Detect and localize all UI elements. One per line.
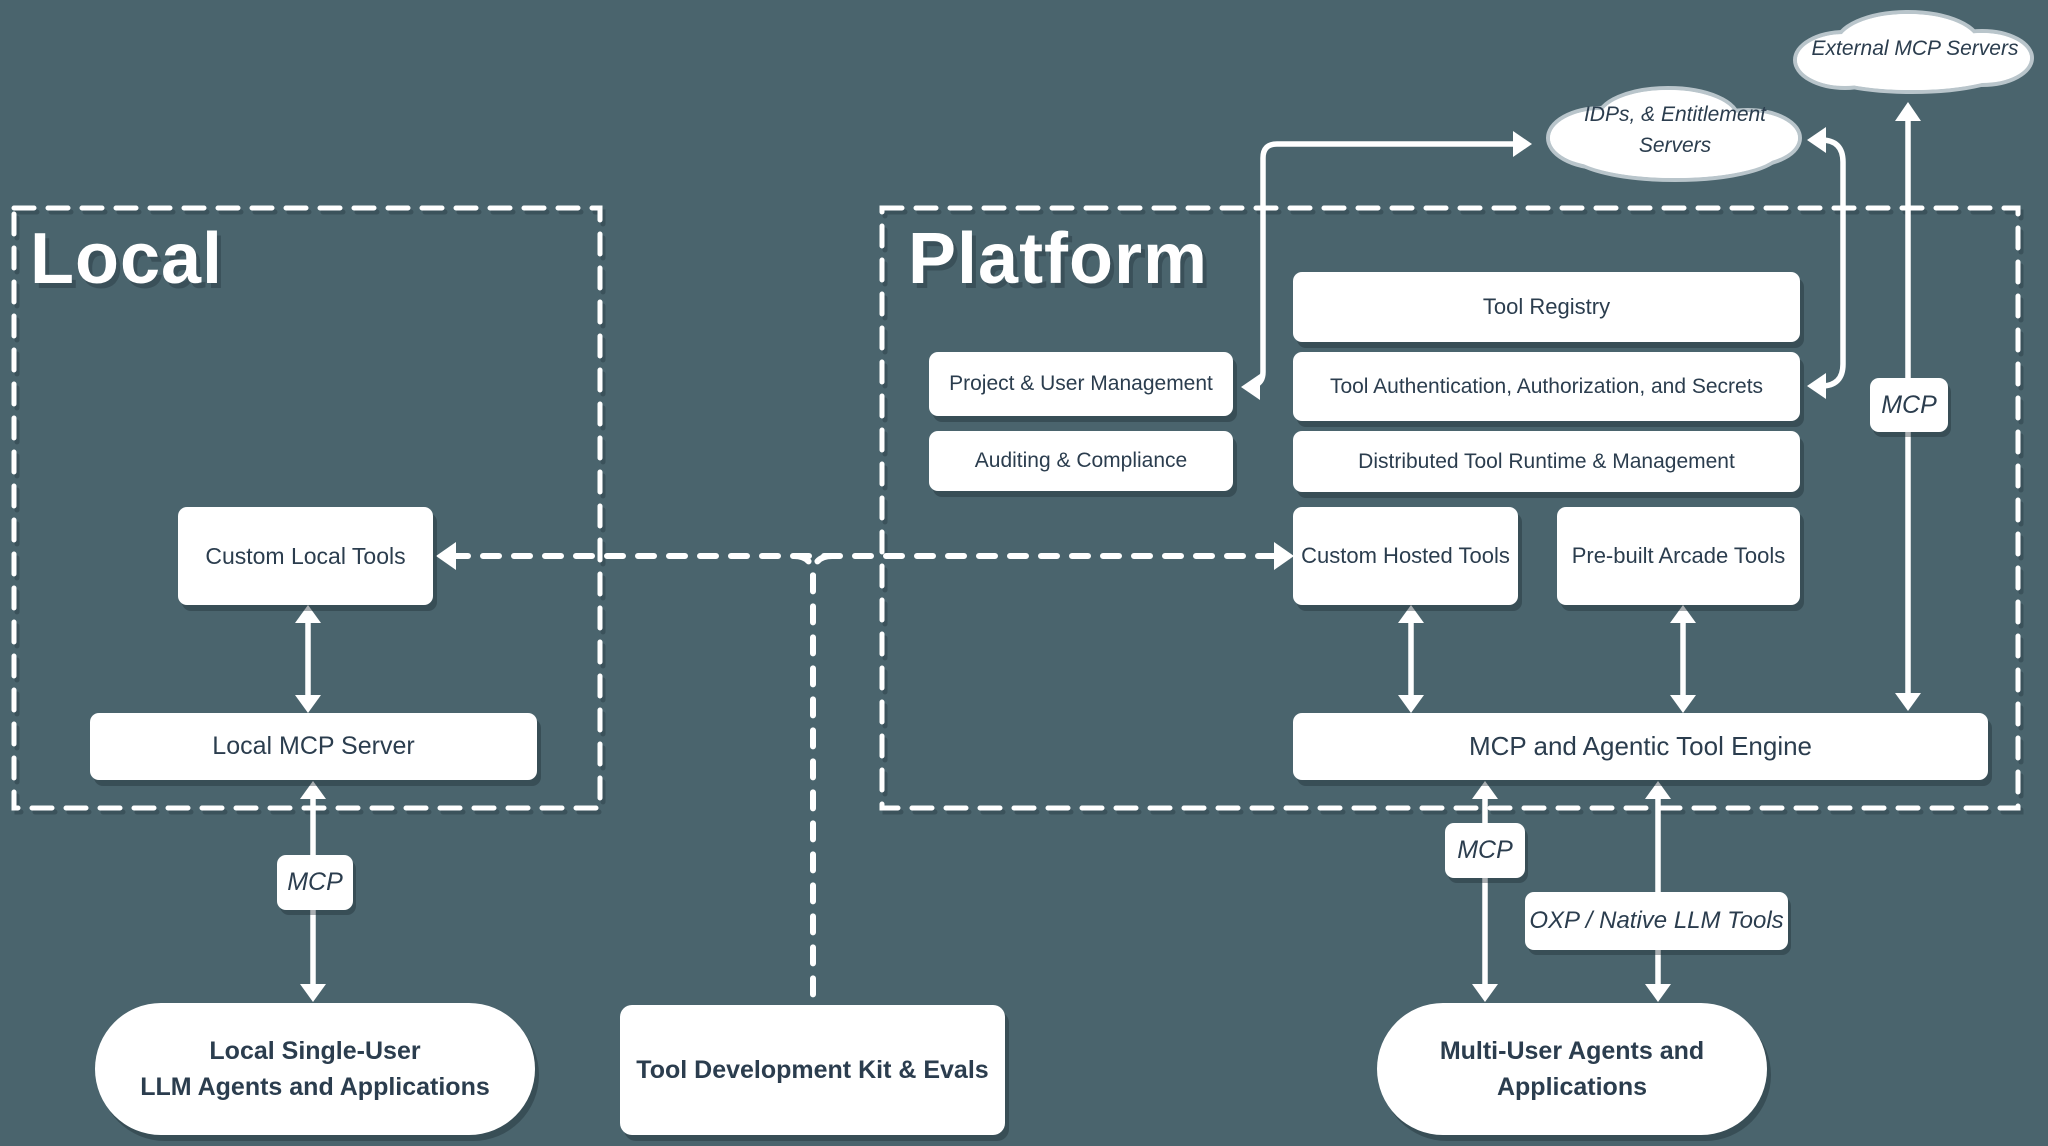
node-tool-development-kit: Tool Development Kit & Evals [620,1005,1005,1135]
multi-user-agents-line2: Applications [1496,1073,1647,1101]
node-tool-registry: Tool Registry [1293,272,1800,342]
node-auditing-compliance: Auditing & Compliance [929,431,1233,491]
node-custom-hosted-tools: Custom Hosted Tools [1293,507,1518,605]
local-region-border-shadow [14,209,606,815]
dashed-connectors [449,553,1281,1003]
platform-region-title: Platform [908,219,1209,299]
local-agents-line2: LLM Agents and Applications [140,1073,490,1101]
external-mcp-servers-cloud-label: External MCP Servers [1811,37,2019,60]
idps-cloud-label-line2: Servers [1638,134,1712,157]
idps-cloud-label-line1: IDPs, & Entitlement [1583,103,1767,126]
node-project-user-management: Project & User Management [929,352,1233,416]
node-tool-authentication: Tool Authentication, Authorization, and … [1293,352,1800,421]
external-mcp-servers-cloud [1793,10,2034,94]
arrow-customlocal-localmcp [295,605,321,713]
platform-region-border [879,205,2021,811]
node-prebuilt-arcade-tools: Pre-built Arcade Tools [1557,507,1800,605]
dashed-arrowheads [436,542,1294,570]
multi-user-agents-line1: Multi-User Agents and [1439,1036,1705,1065]
arrow-customhosted-engine [1398,605,1424,713]
dashed-branch-tdk [791,553,816,1003]
edge-label-mcp-external: MCP [1870,378,1948,432]
edge-label-oxp-native-llm-tools: OXP / Native LLM Tools [1525,892,1788,950]
edge-label-mcp-local: MCP [277,855,353,910]
node-custom-local-tools: Custom Local Tools [178,507,433,605]
platform-region-border-shadow [882,209,2024,815]
node-local-single-user-agents: Local Single-User LLM Agents and Applica… [95,1003,535,1135]
local-region-title: Local [30,219,224,299]
idps-cloud-label: IDPs, & Entitlement Servers [1560,99,1790,161]
arrow-projectmgmt-idps [1241,131,1532,400]
idps-entitlement-cloud [1546,86,1802,182]
edge-label-mcp-engine: MCP [1445,823,1525,878]
node-multi-user-agents: Multi-User Agents and Applications [1377,1003,1767,1135]
arrow-idps-toolauth [1807,127,1846,399]
node-local-mcp-server: Local MCP Server [90,713,537,780]
arrow-prebuilt-engine [1670,605,1696,713]
local-agents-line1: Local Single-User [209,1036,421,1065]
node-distributed-runtime: Distributed Tool Runtime & Management [1293,431,1800,492]
node-mcp-agentic-tool-engine: MCP and Agentic Tool Engine [1293,713,1988,780]
local-region-border [11,205,603,811]
dashed-branch-curve [810,553,835,579]
